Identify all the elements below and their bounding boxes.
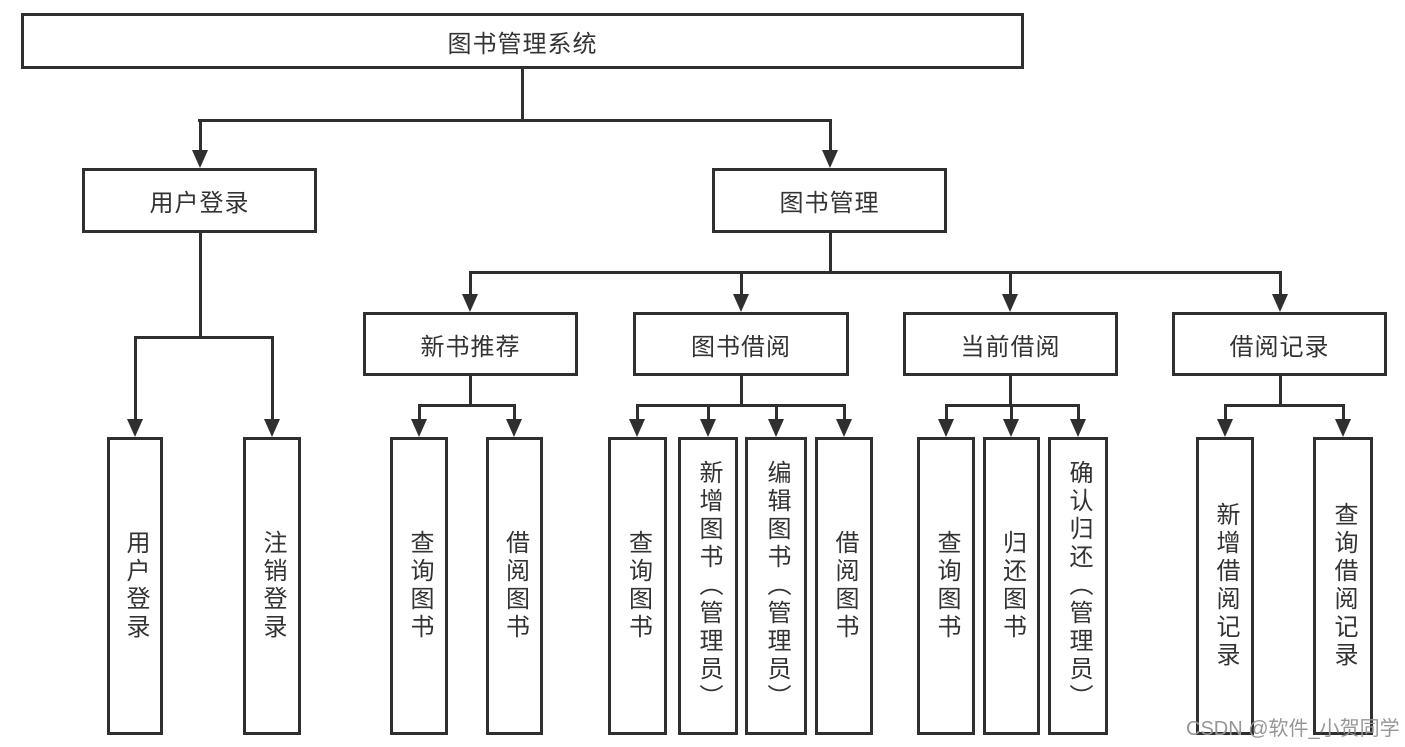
connector-newbook-crossbar [418, 404, 516, 407]
connector-root-crossbar [198, 119, 832, 122]
connector-drop [707, 404, 710, 421]
arrow-down-icon [836, 419, 852, 437]
leaf-query-books-2-label: 查询图书 [624, 530, 652, 642]
connector-userlogin-stem [199, 232, 202, 338]
leaf-query-borrow-record-label: 查询借阅记录 [1330, 502, 1357, 670]
leaf-confirm-return-admin: 确认归还（管理员） [1048, 437, 1108, 735]
node-new-book-recommend-label: 新书推荐 [420, 333, 521, 361]
connector-drop [1342, 404, 1345, 421]
connector-bookborrow-crossbar [636, 404, 846, 407]
leaf-return-book: 归还图书 [983, 437, 1040, 735]
connector-drop [1224, 404, 1227, 421]
connector-currentborrow-stem [1009, 376, 1012, 407]
connector-borrowrecords-stem [1279, 376, 1282, 407]
node-book-borrow: 图书借阅 [633, 312, 849, 376]
connector-drop-current-borrow [1009, 271, 1012, 296]
leaf-borrow-books-2: 借阅图书 [815, 437, 873, 735]
connector-drop [775, 404, 778, 421]
leaf-add-book-admin: 新增图书（管理员） [678, 437, 738, 735]
node-borrow-records: 借阅记录 [1172, 312, 1387, 376]
leaf-query-borrow-record: 查询借阅记录 [1313, 437, 1373, 735]
arrow-down-icon [506, 419, 522, 437]
leaf-edit-book-admin: 编辑图书（管理员） [745, 437, 807, 735]
leaf-query-books-3: 查询图书 [917, 437, 975, 735]
connector-bookmgmt-crossbar [469, 271, 1281, 274]
node-root: 图书管理系统 [21, 13, 1024, 69]
leaf-borrow-books-2-label: 借阅图书 [831, 530, 858, 642]
arrow-down-icon [1070, 419, 1086, 437]
connector-drop [843, 404, 846, 421]
leaf-add-borrow-record: 新增借阅记录 [1196, 437, 1254, 735]
leaf-borrow-books-1-label: 借阅图书 [501, 530, 529, 642]
leaf-confirm-return-admin-label: 确认归还（管理员） [1065, 460, 1092, 712]
arrow-down-icon [264, 419, 280, 437]
connector-drop [513, 404, 516, 421]
connector-drop-borrow-records [1279, 271, 1282, 296]
node-current-borrow: 当前借阅 [903, 312, 1118, 376]
leaf-add-book-admin-label: 新增图书（管理员） [695, 460, 722, 712]
connector-userlogin-crossbar [134, 336, 273, 339]
leaf-query-books-3-label: 查询图书 [933, 530, 960, 642]
leaf-user-login-label: 用户登录 [122, 530, 149, 642]
leaf-query-books-1: 查询图书 [390, 437, 448, 735]
connector-drop [945, 404, 948, 421]
connector-bookborrow-stem [740, 376, 743, 407]
arrow-down-icon [1003, 419, 1019, 437]
connector-root-stem [521, 68, 524, 121]
leaf-query-books-2: 查询图书 [608, 437, 667, 735]
node-user-login: 用户登录 [82, 168, 317, 233]
node-root-label: 图书管理系统 [447, 30, 598, 58]
node-new-book-recommend: 新书推荐 [363, 312, 578, 376]
arrow-down-icon [700, 419, 716, 437]
leaf-logout-label: 注销登录 [259, 530, 286, 642]
arrow-down-icon [1335, 419, 1351, 437]
leaf-borrow-books-1: 借阅图书 [486, 437, 543, 735]
node-book-management: 图书管理 [712, 168, 947, 233]
connector-drop [636, 404, 639, 421]
connector-drop-user-login [199, 119, 202, 152]
arrow-down-icon [462, 294, 478, 312]
arrow-down-icon [192, 150, 208, 168]
node-book-borrow-label: 图书借阅 [691, 333, 791, 361]
connector-drop [1010, 404, 1013, 421]
leaf-user-login: 用户登录 [107, 437, 163, 735]
leaf-edit-book-admin-label: 编辑图书（管理员） [763, 460, 790, 712]
connector-newbook-stem [469, 376, 472, 407]
leaf-add-borrow-record-label: 新增借阅记录 [1212, 502, 1239, 670]
connector-drop-leaf-user-login [134, 336, 137, 421]
connector-drop-book-borrow [740, 271, 743, 296]
connector-drop [1077, 404, 1080, 421]
arrow-down-icon [1002, 294, 1018, 312]
connector-drop [418, 404, 421, 421]
connector-drop-book-management [829, 119, 832, 152]
node-borrow-records-label: 借阅记录 [1229, 333, 1330, 361]
arrow-down-icon [1217, 419, 1233, 437]
arrow-down-icon [822, 150, 838, 168]
leaf-query-books-1-label: 查询图书 [406, 530, 433, 642]
connector-borrowrecords-crossbar [1224, 404, 1345, 407]
arrow-down-icon [733, 294, 749, 312]
arrow-down-icon [127, 419, 143, 437]
leaf-logout: 注销登录 [243, 437, 301, 735]
connector-drop-leaf-logout [271, 336, 274, 421]
arrow-down-icon [938, 419, 954, 437]
arrow-down-icon [629, 419, 645, 437]
arrow-down-icon [1272, 294, 1288, 312]
connector-drop-new-book [469, 271, 472, 296]
connector-bookmgmt-stem [829, 233, 832, 274]
leaf-return-book-label: 归还图书 [998, 530, 1026, 642]
arrow-down-icon [768, 419, 784, 437]
node-user-login-label: 用户登录 [149, 190, 250, 217]
node-book-management-label: 图书管理 [779, 190, 880, 217]
node-current-borrow-label: 当前借阅 [960, 333, 1061, 361]
csdn-watermark: CSDN @软件_小贺同学 [1186, 718, 1400, 740]
arrow-down-icon [411, 419, 427, 437]
